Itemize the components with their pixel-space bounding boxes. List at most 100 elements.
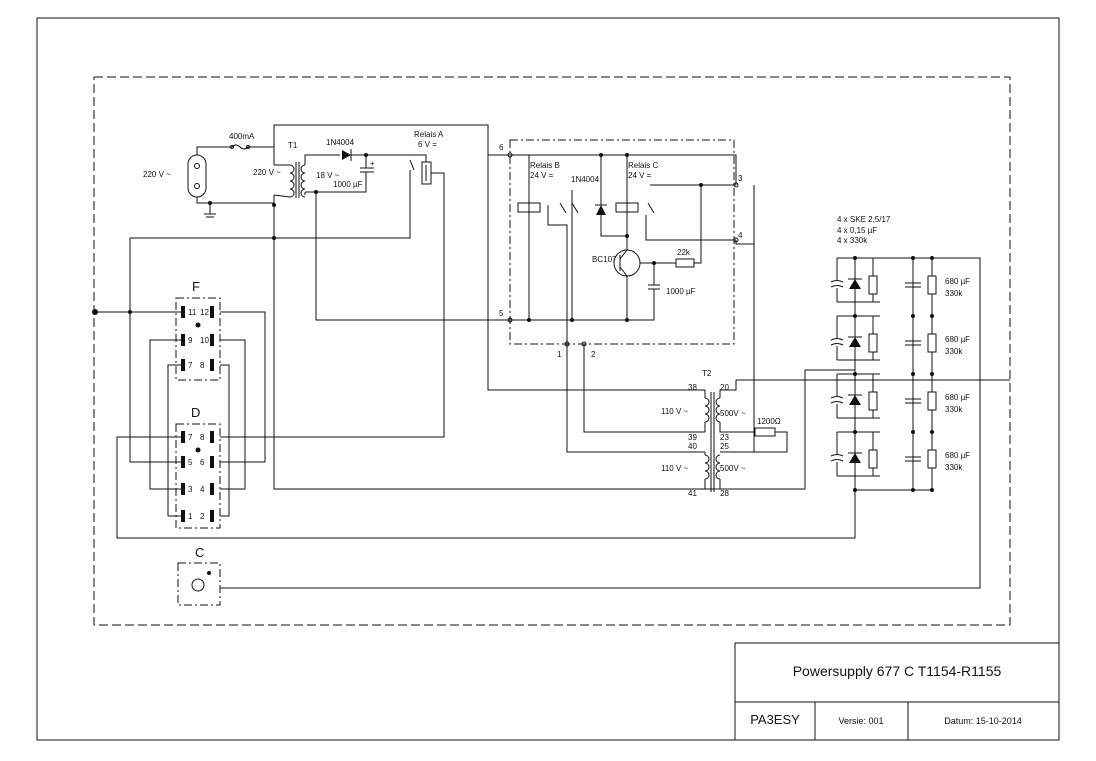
- date-text: Datum: 15-10-2014: [944, 716, 1022, 726]
- resistor-1200: [754, 427, 776, 437]
- connector-pin: [210, 456, 214, 468]
- term2-label: 2: [591, 350, 596, 359]
- title-text: Powersupply 677 C T1154-R1155: [793, 663, 1002, 679]
- term4-label: 4: [738, 231, 743, 240]
- t2-label: T2: [702, 369, 712, 378]
- connector-pin: [210, 359, 214, 371]
- connector-pin: [210, 510, 214, 522]
- r-330k-label: 330k: [945, 405, 963, 414]
- r22k-label: 22k: [677, 248, 691, 257]
- relay-a: Relais A 6 V =: [414, 130, 444, 185]
- connector-pin: [210, 483, 214, 495]
- pin-number: 11: [188, 308, 197, 317]
- author-text: PA3ESY: [750, 712, 800, 727]
- connector-pin: [181, 306, 185, 318]
- cap2-label: 1000 µF: [666, 287, 696, 296]
- pin25-label: 25: [720, 442, 729, 451]
- cap-680-label: 680 µF: [945, 277, 970, 286]
- pin23-label: 23: [720, 433, 729, 442]
- diode-d1: 1N4004: [326, 138, 355, 161]
- rect-spec3: 4 x 330k: [837, 236, 868, 245]
- connector-c: C: [177, 545, 221, 606]
- diode1-label: 1N4004: [326, 138, 355, 147]
- pin-number: 5: [188, 458, 193, 467]
- pin28-label: 28: [720, 489, 729, 498]
- relay-c-label: Relais C: [628, 161, 658, 170]
- relay-a-label: Relais A: [414, 130, 444, 139]
- diode-d2: 1N4004: [571, 175, 607, 215]
- relay-b-label: Relais B: [530, 161, 560, 170]
- term1-label: 1: [557, 350, 562, 359]
- relay-c-voltage: 24 V =: [628, 171, 652, 180]
- pin38-label: 38: [688, 383, 697, 392]
- connector-pin: [210, 334, 214, 346]
- cap-680-label: 680 µF: [945, 451, 970, 460]
- sheet-frame: [36, 17, 1060, 741]
- cap-680-label: 680 µF: [945, 393, 970, 402]
- transistor-bc107: BC107: [592, 249, 641, 277]
- mains-label: 220 V ~: [143, 170, 171, 179]
- pin-number: 8: [200, 433, 205, 442]
- connector-d-label: D: [191, 405, 200, 420]
- version-text: Versie: 001: [838, 716, 883, 726]
- pin-number: 12: [200, 308, 209, 317]
- connector-f: F: [175, 279, 221, 381]
- connector-pin: [181, 431, 185, 443]
- rectifier-cell: 680 µF 330k: [830, 256, 970, 316]
- fuse-label: 400mA: [229, 132, 255, 141]
- term3-label: 3: [738, 174, 743, 183]
- diode2-label: 1N4004: [571, 175, 600, 184]
- svg-text:+: +: [370, 159, 375, 168]
- relay-b-voltage: 24 V =: [530, 171, 554, 180]
- rectifier-cell: 680 µF 330k: [830, 314, 970, 374]
- t1-primary-label: 220 V ~: [253, 168, 281, 177]
- transformer-t1: T1 220 V ~ 18 V ~: [253, 141, 340, 198]
- term6-label: 6: [499, 143, 504, 152]
- relay-board-outline: [509, 139, 735, 345]
- rect-spec2: 4 x 0,15 µF: [837, 226, 877, 235]
- pin40-label: 40: [688, 442, 697, 451]
- pin-number: 3: [188, 485, 193, 494]
- connector-pin: [210, 431, 214, 443]
- resistor-22k: [675, 258, 695, 268]
- relay-b: Relais B 24 V =: [517, 161, 560, 213]
- t1-secondary-label: 18 V ~: [316, 171, 340, 180]
- connector-c-label: C: [195, 545, 204, 560]
- connector-d: D: [175, 405, 221, 529]
- title-block: Powersupply 677 C T1154-R1155 PA3ESY Ver…: [734, 642, 1060, 741]
- t2-secondary1-label: 500V ~: [720, 409, 746, 418]
- cap-c2: 1000 µF: [648, 263, 696, 296]
- pin-number: 4: [200, 485, 205, 494]
- pin-number: 7: [188, 361, 193, 370]
- rectifier-cell: 680 µF 330k: [830, 372, 970, 432]
- relay-a-voltage: 6 V =: [418, 140, 437, 149]
- r-330k-label: 330k: [945, 347, 963, 356]
- fuse: [231, 144, 249, 150]
- pin-number: 9: [188, 336, 193, 345]
- pin39-label: 39: [688, 433, 697, 442]
- transistor-label: BC107: [592, 255, 617, 264]
- pin-number: 10: [200, 336, 209, 345]
- pin20-label: 20: [720, 383, 729, 392]
- pin-number: 7: [188, 433, 193, 442]
- t1-label: T1: [288, 141, 298, 150]
- t2-primary2-label: 110 V ~: [661, 464, 689, 473]
- pin41-label: 41: [688, 489, 697, 498]
- connector-pin: [181, 456, 185, 468]
- rect-spec1: 4 x SKE 2,5/17: [837, 215, 891, 224]
- connector-f-label: F: [192, 279, 200, 294]
- r-330k-label: 330k: [945, 289, 963, 298]
- term5-label: 5: [499, 309, 504, 318]
- r1200-label: 1200Ω: [757, 417, 781, 426]
- pin-number: 6: [200, 458, 205, 467]
- cap-680-label: 680 µF: [945, 335, 970, 344]
- mains-plug: 220 V ~: [143, 154, 207, 198]
- chassis-outline: [93, 76, 1011, 626]
- cap-c1: + 1000 µF: [333, 155, 375, 189]
- t2-secondary2-label: 500V ~: [720, 464, 746, 473]
- t2-primary1-label: 110 V ~: [661, 407, 689, 416]
